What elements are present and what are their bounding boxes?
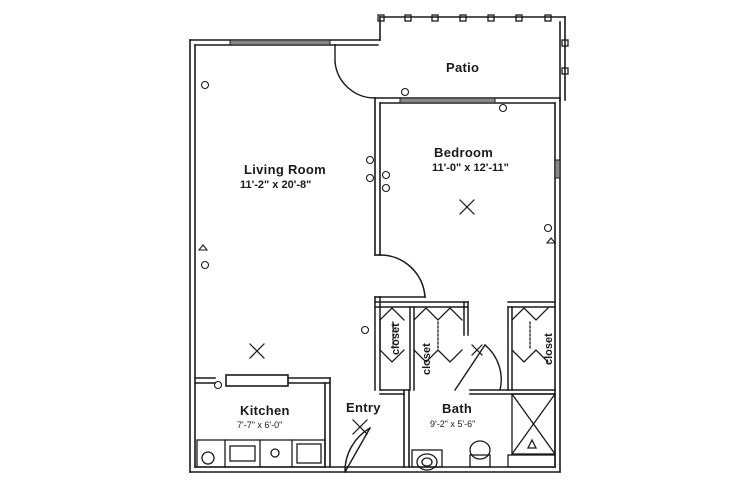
- closet-doors: [379, 307, 549, 363]
- room-label-kitchen: Kitchen: [240, 403, 290, 418]
- shower: [507, 393, 556, 468]
- patio-posts: [377, 14, 569, 75]
- kitchen-walls: [194, 374, 331, 468]
- closet-label-3: closet: [543, 333, 555, 365]
- room-dims-bath: 9'-2" x 5'-6": [430, 419, 475, 429]
- room-dims-kitchen: 7'-7" x 6'-0": [237, 420, 282, 430]
- kitchen-appliances: [196, 439, 326, 468]
- room-label-bedroom: Bedroom: [434, 145, 493, 160]
- room-dims-living: 11'-2" x 20'-8": [240, 179, 311, 191]
- partition-living-bedroom: [374, 97, 426, 298]
- room-label-living: Living Room: [244, 162, 326, 177]
- windows: [229, 39, 561, 179]
- room-dims-bedroom: 11'-0" x 12'-11": [432, 162, 509, 174]
- room-label-entry: Entry: [346, 400, 381, 415]
- room-label-patio: Patio: [446, 60, 479, 75]
- patio-door: [334, 44, 379, 99]
- entry-door: [344, 427, 371, 473]
- closet-walls: [374, 296, 556, 391]
- bath-fixtures: [411, 440, 491, 471]
- ceiling-lights: [249, 199, 483, 435]
- outlets: [197, 80, 557, 390]
- closet-label-2: closet: [421, 343, 433, 375]
- closet-label-1: closet: [390, 323, 402, 355]
- room-label-bath: Bath: [442, 401, 472, 416]
